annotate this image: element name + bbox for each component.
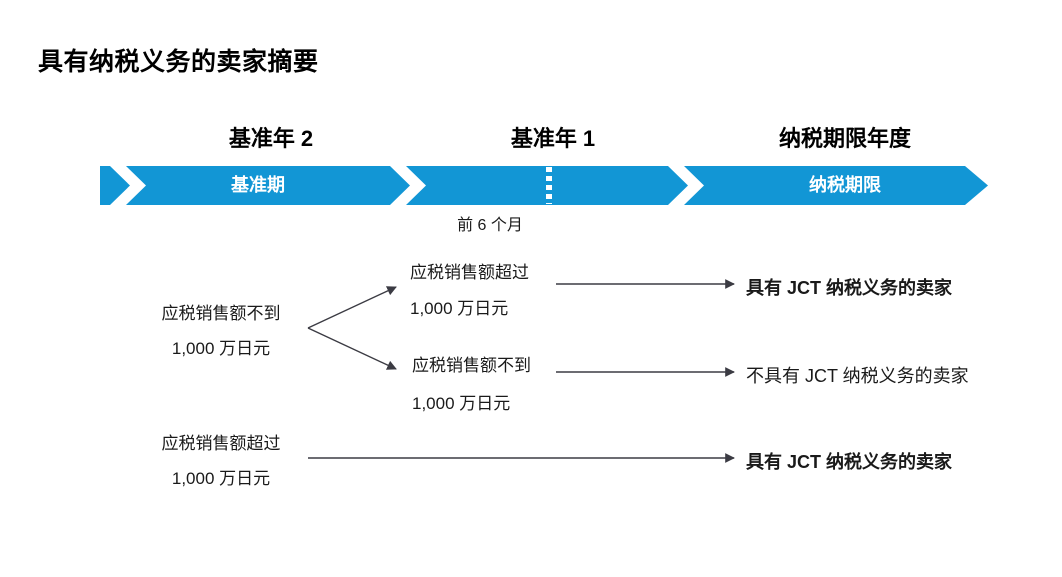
result-has-jct-obligation: 具有 JCT 纳税义务的卖家 xyxy=(746,278,953,298)
first-6-months-label: 前 6 个月 xyxy=(457,217,523,234)
condition-line: 应税销售额不到 xyxy=(161,304,281,323)
band-label-tax-period: 纳税期限 xyxy=(809,175,881,195)
dotted-divider xyxy=(546,167,552,204)
condition-line: 1,000 万日元 xyxy=(412,394,511,413)
timeline-ribbon: 基准期 纳税期限 xyxy=(100,166,988,205)
chevron-separator-icon xyxy=(390,166,426,205)
fork-lower-arrow xyxy=(307,327,397,370)
condition-node-base-year-2-under: 应税销售额不到 1,000 万日元 xyxy=(146,296,296,366)
timeline-header-tax-period-year: 纳税期限年度 xyxy=(778,126,911,151)
condition-node-base-year-1-over: 应税销售额超过 1,000 万日元 xyxy=(410,255,529,327)
timeline-header-base-year-1: 基准年 1 xyxy=(510,126,596,151)
condition-node-base-year-1-under: 应税销售额不到 1,000 万日元 xyxy=(412,347,531,423)
condition-line: 应税销售额不到 xyxy=(412,356,531,375)
band-label-base-period: 基准期 xyxy=(231,175,285,195)
condition-node-base-year-2-over: 应税销售额超过 1,000 万日元 xyxy=(146,426,296,496)
result-has-jct-obligation: 具有 JCT 纳税义务的卖家 xyxy=(746,452,953,472)
condition-line: 应税销售额超过 xyxy=(161,434,281,453)
timeline-header-base-year-2: 基准年 2 xyxy=(228,126,314,151)
condition-line: 1,000 万日元 xyxy=(410,299,509,318)
condition-line: 1,000 万日元 xyxy=(171,469,271,488)
condition-line: 1,000 万日元 xyxy=(171,339,271,358)
page-title: 具有纳税义务的卖家摘要 xyxy=(38,48,319,76)
result-no-jct-obligation: 不具有 JCT 纳税义务的卖家 xyxy=(746,366,969,386)
condition-line: 应税销售额超过 xyxy=(410,263,529,282)
fork-upper-arrow xyxy=(307,286,397,329)
